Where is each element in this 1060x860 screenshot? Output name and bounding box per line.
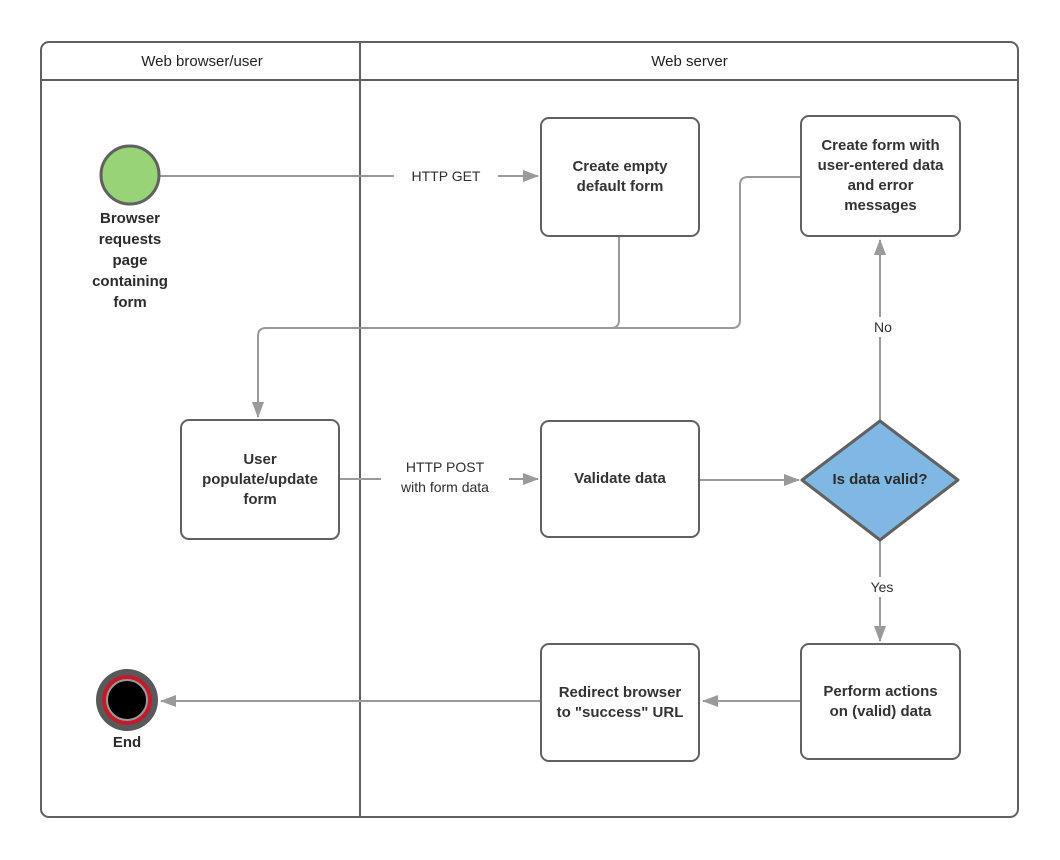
node-redirect-browser[interactable]: Redirect browser to "success" URL: [540, 643, 700, 762]
node-create-form-errors[interactable]: Create form with user-entered data and e…: [800, 115, 961, 237]
lane-title-server: Web server: [651, 52, 728, 70]
edge-createempty-to-populate: [266, 237, 620, 329]
edge-label-yes: Yes: [861, 577, 903, 597]
node-perform-actions[interactable]: Perform actions on (valid) data: [800, 643, 961, 760]
node-user-populate-form[interactable]: User populate/update form: [180, 419, 340, 540]
lane-divider: [359, 41, 361, 818]
end-node-circle[interactable]: [96, 669, 158, 731]
edge-label-http-post: HTTP POST with form data: [381, 457, 509, 497]
edge-label-http-get: HTTP GET: [394, 166, 498, 186]
node-create-empty-form[interactable]: Create empty default form: [540, 117, 700, 237]
decision-diamond[interactable]: [800, 419, 960, 542]
node-validate-data[interactable]: Validate data: [540, 420, 700, 538]
start-node-circle[interactable]: [99, 144, 161, 206]
decision-label: Is data valid?: [832, 471, 928, 488]
edge-createerrors-to-populate: [252, 176, 800, 418]
end-node-center: [106, 679, 148, 721]
end-node-label: End: [112, 734, 142, 751]
pool-header-row: Web browser/user Web server: [42, 43, 1017, 81]
start-node-label: Browser requests page containing form: [92, 210, 168, 311]
edge-label-no: No: [866, 317, 900, 337]
lane-title-browser: Web browser/user: [141, 52, 263, 70]
